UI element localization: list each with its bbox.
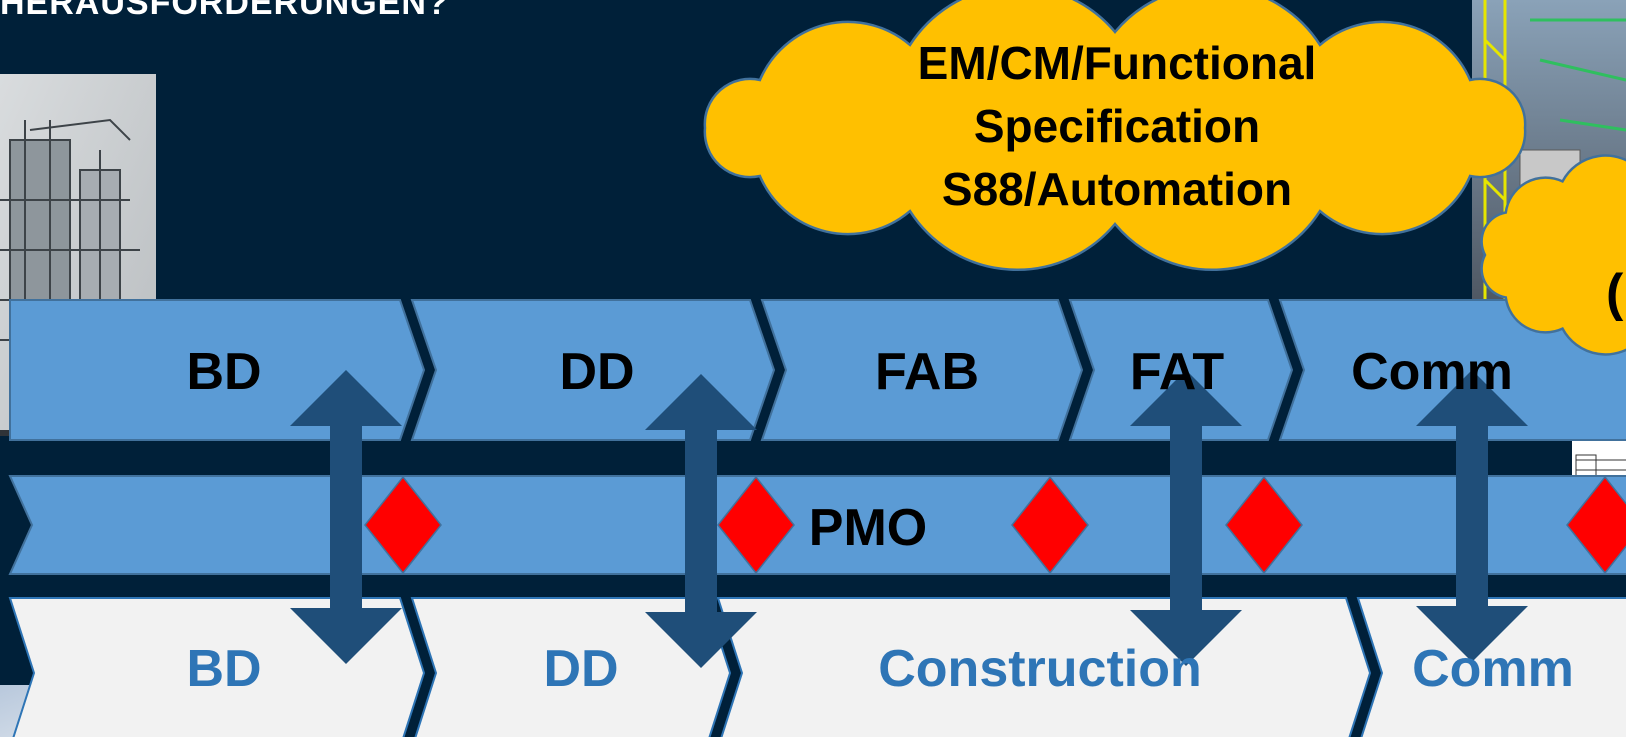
phase-label-top-fab: FAB: [875, 343, 979, 401]
cloud-shape: [703, 0, 1527, 272]
double-arrow-icon: [290, 370, 402, 664]
phase-label-top-comm: Comm: [1351, 343, 1513, 401]
red-diamond-icon: [1566, 475, 1626, 575]
requirements-cloud: EM/CM/FunctionalSpecificationS88/Automat…: [703, 0, 1527, 272]
cloud-text-line: S88/Automation: [942, 163, 1292, 215]
phase-chevron-top-fab: [760, 299, 1084, 441]
cloud-text-line: EM/CM/Functional: [918, 37, 1317, 89]
red-diamond-icon: [1011, 475, 1089, 575]
phase-label-bottom-construction: Construction: [878, 640, 1202, 698]
phase-row-top: [9, 299, 1626, 441]
phase-label-top-fat: FAT: [1130, 343, 1225, 401]
red-diamond-icon: [364, 475, 442, 575]
secondary-cloud: (: [1480, 154, 1626, 356]
phase-chevron-top-comm: [1278, 299, 1626, 441]
phase-label-top-dd: DD: [559, 343, 634, 401]
phase-label-bottom-dd: DD: [543, 640, 618, 698]
red-diamond-icon: [717, 475, 795, 575]
double-arrow-icon: [1130, 370, 1242, 666]
phase-label-bottom-bd: BD: [186, 640, 261, 698]
phase-chevron-top-fat: [1068, 299, 1294, 441]
cloud-shape: [1480, 154, 1626, 356]
double-arrow-icon: [1416, 370, 1528, 662]
cloud-right-text: (: [1606, 264, 1624, 322]
double-arrow-icon: [645, 374, 757, 668]
slide-heading: HERAUSFORDERUNGEN?: [0, 0, 449, 22]
phase-label-top-bd: BD: [186, 343, 261, 401]
phase-chevron-bottom-comm: [1356, 597, 1626, 737]
interface-arrows: [290, 370, 1528, 668]
cloud-text-line: Specification: [974, 100, 1260, 152]
pmo-label: PMO: [809, 499, 927, 557]
milestones: [364, 475, 1626, 575]
phase-label-bottom-comm: Comm: [1412, 640, 1574, 698]
red-diamond-icon: [1225, 475, 1303, 575]
